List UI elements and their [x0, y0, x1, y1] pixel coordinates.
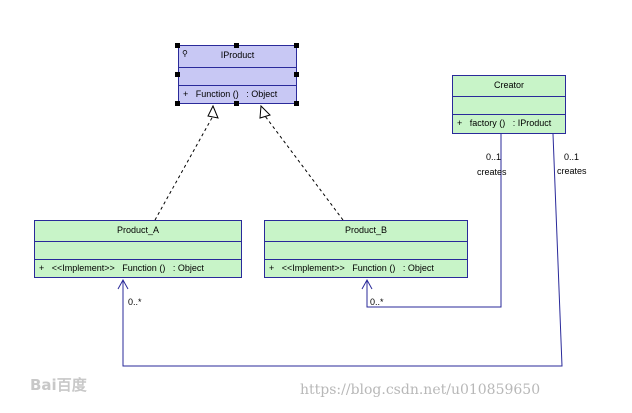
- selection-handle[interactable]: [294, 101, 299, 106]
- csdn-watermark-url: https://blog.csdn.net/u010859650: [300, 382, 541, 398]
- realization-arrow-b: [259, 104, 271, 119]
- class-creator[interactable]: Creator + factory () : IProduct: [452, 75, 566, 134]
- class-product-a[interactable]: Product_A + <<Implement>> Function () : …: [34, 220, 242, 278]
- association-arrow-b: [361, 278, 373, 290]
- selection-handle[interactable]: [175, 101, 180, 106]
- class-operation: + <<Implement>> Function () : Object: [39, 263, 204, 273]
- class-operation: + factory () : IProduct: [457, 118, 552, 128]
- class-divider: [179, 67, 296, 68]
- association-creator-product-b: [366, 134, 502, 308]
- association-creator-product-a: [122, 133, 563, 367]
- selection-handle[interactable]: [234, 101, 239, 106]
- class-name: Creator: [493, 80, 524, 90]
- selection-handle[interactable]: [294, 72, 299, 77]
- class-iproduct[interactable]: ⚲ IProduct + Function () : Object: [178, 45, 297, 104]
- selection-handle[interactable]: [175, 43, 180, 48]
- realization-product-a: [154, 115, 214, 221]
- class-divider: [35, 241, 241, 242]
- selection-handle[interactable]: [294, 43, 299, 48]
- multiplicity-target-b: 0..*: [370, 297, 384, 307]
- class-product-b[interactable]: Product_B + <<Implement>> Function () : …: [264, 220, 468, 278]
- selection-handle[interactable]: [175, 72, 180, 77]
- class-divider: [35, 259, 241, 260]
- association-label-a: creates: [557, 166, 587, 176]
- multiplicity-target-a: 0..*: [128, 297, 142, 307]
- class-divider: [265, 259, 467, 260]
- baidu-watermark-logo: Bai百度: [30, 376, 87, 394]
- class-name: Product_B: [344, 225, 388, 235]
- class-divider: [265, 241, 467, 242]
- class-divider: [179, 85, 296, 86]
- selection-handle[interactable]: [234, 43, 239, 48]
- multiplicity-source-b: 0..1: [486, 152, 502, 162]
- multiplicity-source-a: 0..1: [564, 152, 580, 162]
- class-operation: + <<Implement>> Function () : Object: [269, 263, 434, 273]
- realization-product-b: [264, 115, 344, 221]
- class-divider: [453, 114, 565, 115]
- realization-arrow-a: [207, 104, 219, 119]
- interface-key-icon: ⚲: [182, 49, 188, 58]
- association-label-b: creates: [477, 167, 507, 177]
- class-name: IProduct: [220, 50, 255, 60]
- class-name: Product_A: [116, 225, 160, 235]
- class-operation: + Function () : Object: [183, 89, 278, 99]
- class-divider: [453, 96, 565, 97]
- association-arrow-a: [117, 278, 129, 290]
